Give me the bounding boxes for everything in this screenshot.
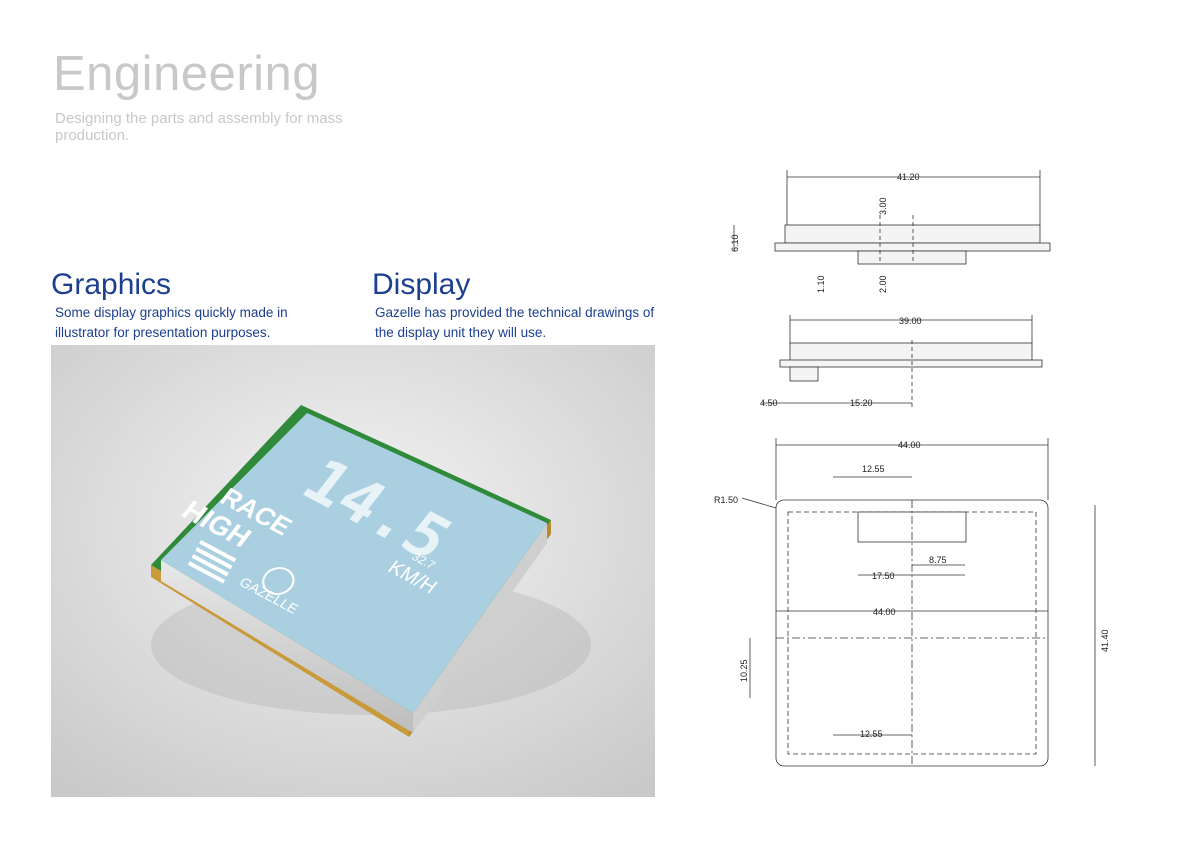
graphics-heading: Graphics [51,268,172,301]
dim-side-top-step: 3.00 [878,197,888,215]
assist-bar [187,561,226,584]
dim-side-top-height: 6.10 [730,234,740,252]
gazelle-logo-icon [262,567,295,595]
display-heading: Display [372,268,471,301]
display-side-right [413,523,547,733]
display-description: Gazelle has provided the technical drawi… [375,305,655,340]
graphics-description: Some display graphics quickly made in il… [55,305,288,340]
dim-plan-conn-width: 17.50 [872,571,895,581]
dim-plan-height: 41.40 [1100,629,1110,652]
assist-bars [187,540,237,584]
dim-side-front-offset-a: 4.50 [760,398,778,408]
assist-bar [199,540,237,563]
dim-side-top-base: 1.10 [816,275,826,293]
display-render-svg: 14.5 KM/H 32.7 RACE HIGH GAZELLE [51,345,655,797]
drawing-side-front [762,315,1043,408]
dim-plan-conn-half: 8.75 [929,555,947,565]
dim-plan-radius: R1.50 [714,495,738,505]
display-side-left [161,560,413,733]
page-subtitle: Designing the parts and assembly for mas… [55,110,343,144]
dim-side-top-bottom: 2.00 [878,275,888,293]
display-screen [161,413,547,713]
dim-side-front-offset-b: 15.20 [850,398,873,408]
technical-drawings: 41.20 3.00 6.10 1.10 2.00 39.00 4.50 15.… [714,170,1110,767]
dim-plan-width-top: 44.00 [898,440,921,450]
dim-plan-notch: 12.55 [862,464,885,474]
dim-plan-side-notch: 10.25 [739,659,749,682]
dim-side-front-width: 39.00 [899,316,922,326]
dim-side-top-width: 41.20 [897,172,920,182]
page-title: Engineering [53,47,321,101]
assist-bar [195,547,233,570]
drawing-side-top [733,170,1051,265]
drawing-plan [741,438,1096,767]
dim-plan-width-mid: 44.00 [873,607,896,617]
display-render-image: 14.5 KM/H 32.7 RACE HIGH GAZELLE [51,345,655,797]
dim-plan-bottom-notch: 12.55 [860,729,883,739]
assist-bar [191,554,229,577]
